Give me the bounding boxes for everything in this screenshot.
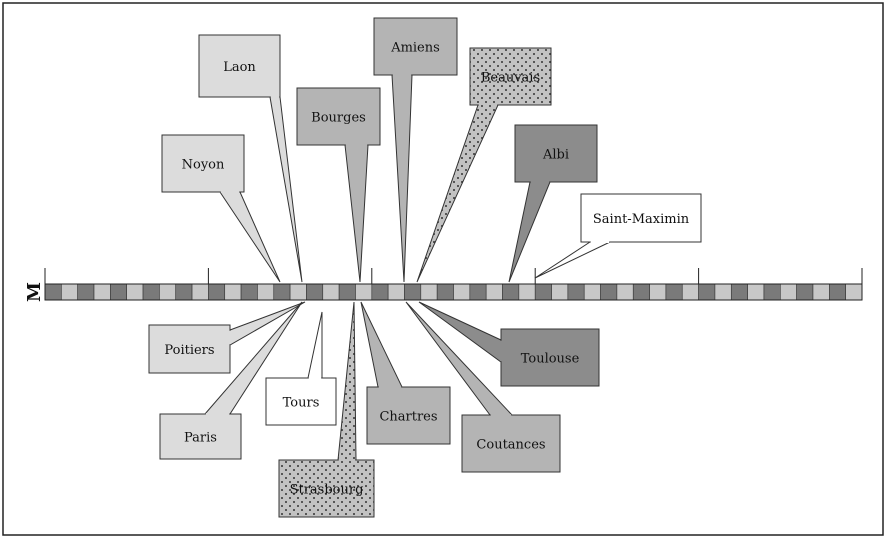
scale-segment — [730, 283, 748, 301]
callout-label: Poitiers — [164, 343, 214, 358]
scale-segment — [387, 283, 405, 301]
scale-segment — [534, 283, 552, 301]
scale-segment — [44, 283, 62, 301]
callout-label: Beauvais — [481, 71, 540, 86]
callout-tours: Tours — [265, 311, 337, 426]
scale-segment — [306, 283, 324, 301]
scale-segment — [649, 283, 667, 301]
scale-segment — [567, 283, 585, 301]
scale-segment — [159, 283, 177, 301]
callout-label: Albi — [542, 148, 569, 163]
scale-bar — [44, 268, 863, 301]
callout-saint-maximin: Saint-Maximin — [534, 193, 702, 279]
callout-label: Paris — [184, 431, 217, 446]
scale-segment — [224, 283, 242, 301]
scale-segment — [698, 283, 716, 301]
callout-label: Chartres — [379, 410, 437, 425]
callout-noyon: Noyon — [161, 134, 281, 283]
scale-segment — [812, 283, 830, 301]
callout-box — [296, 87, 381, 146]
scale-segment — [665, 283, 683, 301]
callout-box — [161, 134, 245, 193]
scale-segment — [453, 283, 471, 301]
scale-segment — [420, 283, 438, 301]
scale-bar-outline — [44, 283, 863, 301]
callout-strasbourg: Strasbourg — [278, 301, 375, 518]
scale-segment — [502, 283, 520, 301]
callout-box — [580, 193, 702, 243]
callout-label: Bourges — [311, 111, 366, 126]
scale-segment — [322, 283, 340, 301]
callout-amiens: Amiens — [373, 17, 458, 283]
scale-segment — [436, 283, 454, 301]
scale-segment — [779, 283, 797, 301]
callout-albi: Albi — [508, 124, 598, 283]
scale-segment — [747, 283, 765, 301]
callout-box — [373, 17, 458, 76]
callout-label: Coutances — [476, 438, 545, 453]
scale-segment — [142, 283, 160, 301]
callout-label: Strasbourg — [290, 483, 364, 498]
callout-laon: Laon — [198, 34, 303, 283]
callout-label: Tours — [283, 396, 320, 411]
callout-box — [469, 47, 552, 106]
callout-box — [514, 124, 598, 183]
scale-segment — [404, 283, 422, 301]
scale-segment — [469, 283, 487, 301]
callout-box — [500, 328, 600, 387]
callout-box — [461, 414, 561, 473]
scale-segment — [208, 283, 226, 301]
callout-box — [198, 34, 281, 98]
scale-segment — [77, 283, 95, 301]
scale-segment — [175, 283, 193, 301]
callout-beauvais: Beauvais — [416, 47, 552, 283]
callout-box — [265, 377, 337, 426]
callout-label: Toulouse — [521, 352, 580, 367]
callout-box — [278, 459, 375, 518]
scale-segment — [632, 283, 650, 301]
scale-segment — [371, 283, 389, 301]
scale-segment — [191, 283, 209, 301]
scale-segment — [485, 283, 503, 301]
scale-segment — [273, 283, 291, 301]
callout-paris: Paris — [159, 301, 303, 460]
callout-chartres: Chartres — [360, 301, 451, 445]
callout-label: Amiens — [390, 41, 440, 56]
scale-segment — [240, 283, 258, 301]
scale-segment — [110, 283, 128, 301]
scale-segment — [518, 283, 536, 301]
scale-segment — [714, 283, 732, 301]
scale-label: M — [24, 282, 45, 302]
callout-toulouse: Toulouse — [418, 301, 600, 387]
scale-segment — [796, 283, 814, 301]
scale-segment — [93, 283, 111, 301]
callout-box — [366, 386, 451, 445]
scale-segment — [845, 283, 863, 301]
scale-segment — [355, 283, 373, 301]
callout-coutances: Coutances — [405, 301, 561, 473]
scale-segment — [61, 283, 78, 301]
scale-segment — [551, 283, 569, 301]
scale-segment — [583, 283, 601, 301]
scale-segment — [257, 283, 275, 301]
callout-box — [159, 413, 242, 460]
scale-segment — [681, 283, 699, 301]
callout-label: Laon — [223, 60, 256, 75]
scale-segment — [126, 283, 144, 301]
scale-segment — [600, 283, 618, 301]
scale-segment — [338, 283, 356, 301]
callout-label: Noyon — [182, 158, 225, 173]
callout-box — [148, 324, 231, 374]
scale-segment — [829, 283, 846, 301]
callout-label: Saint-Maximin — [593, 212, 690, 227]
scale-segment — [289, 283, 307, 301]
callout-bourges: Bourges — [296, 87, 381, 283]
scale-segment — [616, 283, 634, 301]
scale-segment — [763, 283, 781, 301]
callout-poitiers: Poitiers — [148, 301, 306, 374]
